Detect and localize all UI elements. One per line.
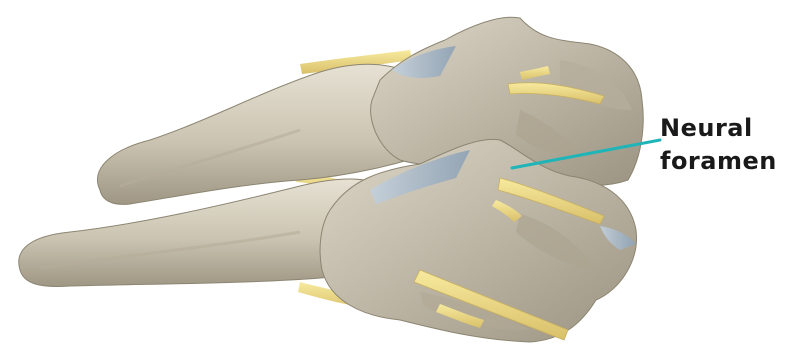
neural-foramen-label: Neural foramen (660, 112, 800, 178)
label-line-1: Neural (660, 112, 800, 145)
label-line-2: foramen (660, 145, 800, 178)
